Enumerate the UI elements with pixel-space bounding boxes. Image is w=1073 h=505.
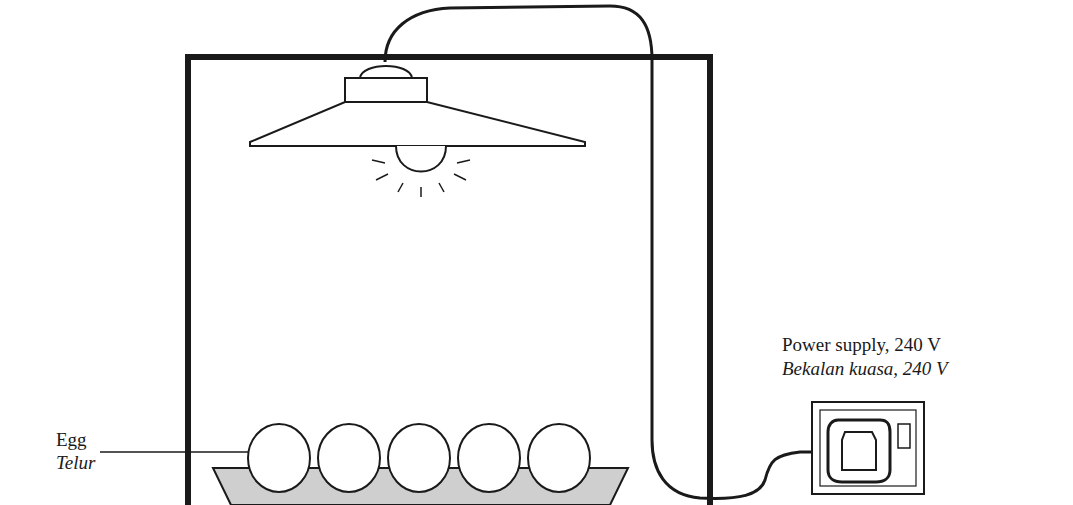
plug bbox=[828, 420, 890, 482]
light-bulb bbox=[396, 146, 446, 172]
light-rays bbox=[372, 160, 470, 197]
incubator-box bbox=[188, 57, 710, 505]
egg-label: Egg bbox=[56, 429, 87, 451]
power-label: Power supply, 240 V bbox=[782, 334, 941, 356]
socket-plate bbox=[820, 410, 916, 486]
plug-face bbox=[842, 432, 876, 470]
lamp-shade bbox=[250, 102, 585, 146]
eggs bbox=[248, 424, 590, 492]
lamp-cap bbox=[360, 66, 412, 78]
leader-line bbox=[100, 451, 248, 453]
egg-label: Telur bbox=[56, 452, 95, 474]
lamp-holder bbox=[345, 78, 427, 102]
wall-socket bbox=[812, 402, 924, 494]
socket-switch bbox=[898, 424, 910, 448]
power-cable bbox=[385, 6, 845, 498]
power-label: Bekalan kuasa, 240 V bbox=[782, 358, 948, 380]
